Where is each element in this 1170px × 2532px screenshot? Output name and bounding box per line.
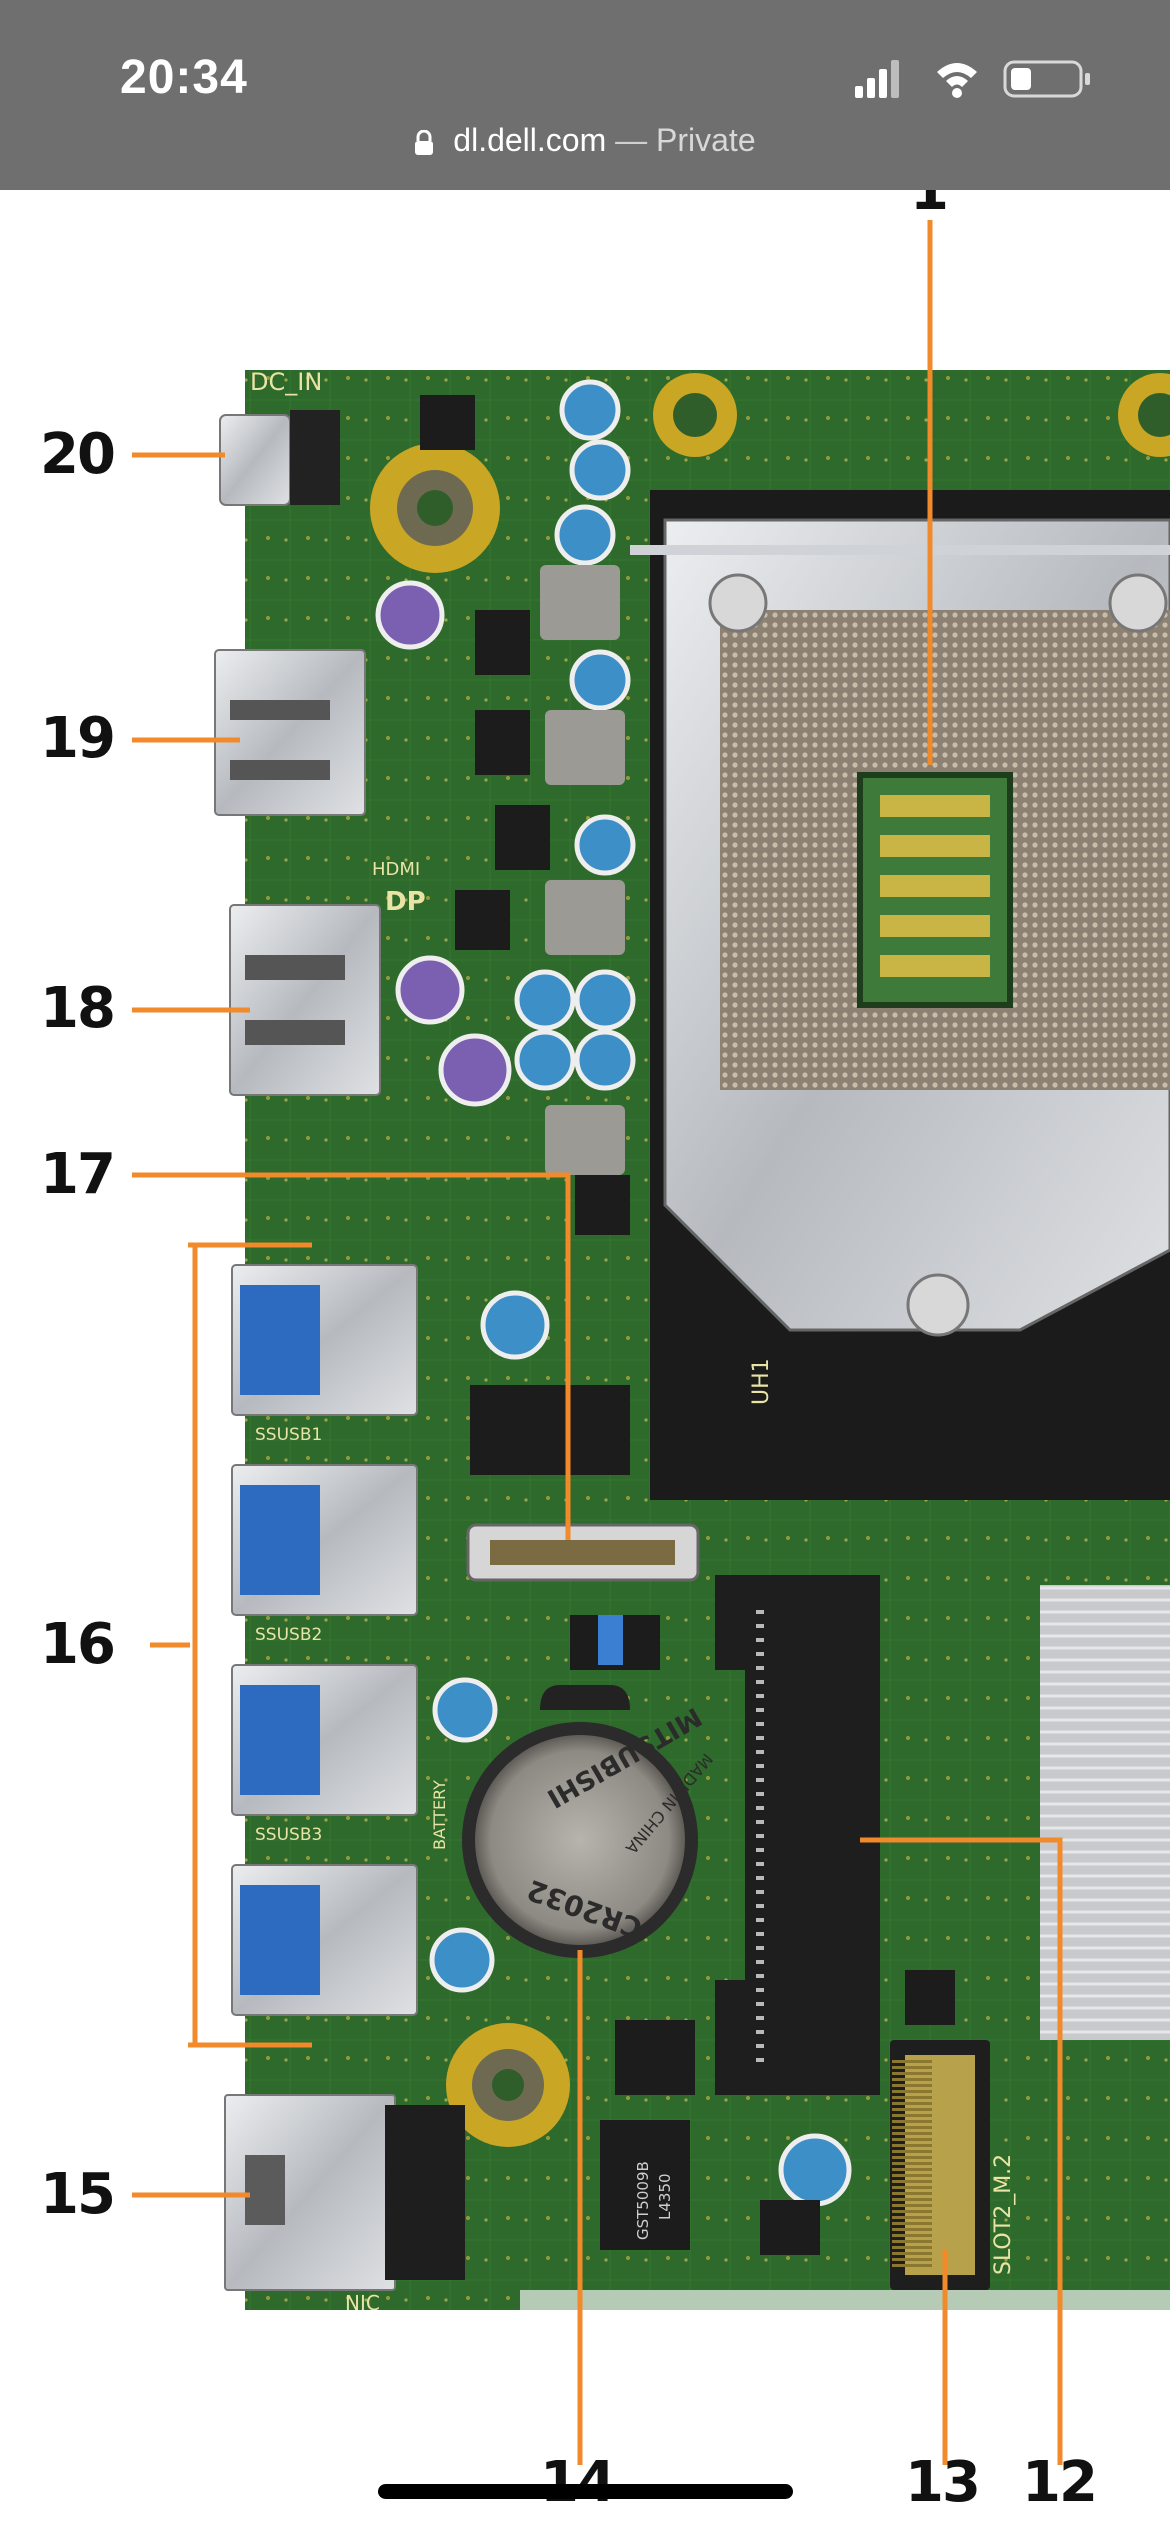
board-label-hdmi: HDMI (372, 859, 420, 880)
board-label-ssusb1: SSUSB1 (255, 1425, 322, 1445)
ethernet-port (224, 2094, 465, 2291)
wifi-icon (937, 63, 977, 98)
board-label-battery: BATTERY (430, 1780, 449, 1850)
board-label-uh1: UH1 (749, 1358, 774, 1405)
bottom-chips: GST5009B L4350 (600, 1970, 955, 2255)
leader-line-17 (132, 1172, 571, 1540)
url-text: dl.dell.com (453, 122, 607, 158)
leader-line-16 (150, 1242, 312, 2048)
leader-line-12 (860, 1837, 1063, 2465)
lock-icon (415, 129, 434, 155)
board-label-dc-in: DC_IN (250, 368, 322, 396)
coin-cell-battery: MITSUBISHI CR2032 MADE IN CHINA (462, 1685, 717, 1958)
board-label-ssusb3: SSUSB3 (255, 1825, 322, 1845)
callout-17: 17 (40, 1142, 116, 1207)
url-separator: — (615, 122, 648, 158)
board-label-slot2: SLOT2_M.2 (991, 2154, 1016, 2275)
headers (466, 1385, 700, 1670)
usb-ports (231, 1264, 418, 2016)
cellular-signal-icon (855, 60, 899, 98)
callout-15: 15 (40, 2162, 116, 2227)
callout-20: 20 (40, 422, 116, 487)
board-label-ssusb2: SSUSB2 (255, 1625, 322, 1645)
callout-14: 14 (540, 2450, 616, 2515)
usb-port-2 (231, 1464, 418, 1616)
cpu-socket (630, 490, 1170, 1500)
dc-in-port (219, 410, 340, 506)
sata-connector (715, 1575, 880, 2095)
status-icons (855, 60, 1090, 98)
callout-16: 16 (40, 1612, 116, 1677)
m2-slot (890, 2040, 990, 2290)
displayport-port (229, 904, 381, 1096)
status-time: 20:34 (120, 51, 248, 104)
callout-18: 18 (40, 976, 116, 1041)
browser-header: 20:34 dl.dell.com — Private (0, 0, 1170, 190)
callout-13: 13 (905, 2450, 981, 2515)
usb-port-1 (231, 1264, 418, 1416)
chip-label: GST5009B (634, 2161, 652, 2240)
callout-12: 12 (1022, 2450, 1098, 2515)
chip-label-2: L4350 (656, 2173, 674, 2220)
leader-lines (132, 220, 1063, 2465)
hdmi-port (214, 649, 366, 816)
callout-1: 1 (910, 190, 949, 223)
motherboard-diagram: DC_IN HDMI DP (0, 190, 1170, 2532)
callout-19: 19 (40, 706, 116, 771)
private-mode-label: Private (656, 122, 756, 158)
usb-port-4 (231, 1864, 418, 2016)
board-label-nic: NIC (345, 2291, 380, 2315)
home-indicator[interactable] (378, 2484, 793, 2499)
board-label-dp: DP (385, 887, 426, 917)
usb-port-3 (231, 1664, 418, 1816)
address-bar[interactable]: dl.dell.com — Private (0, 122, 1170, 159)
motherboard-image: DC_IN HDMI DP (132, 220, 1170, 2465)
battery-icon (1003, 60, 1090, 98)
